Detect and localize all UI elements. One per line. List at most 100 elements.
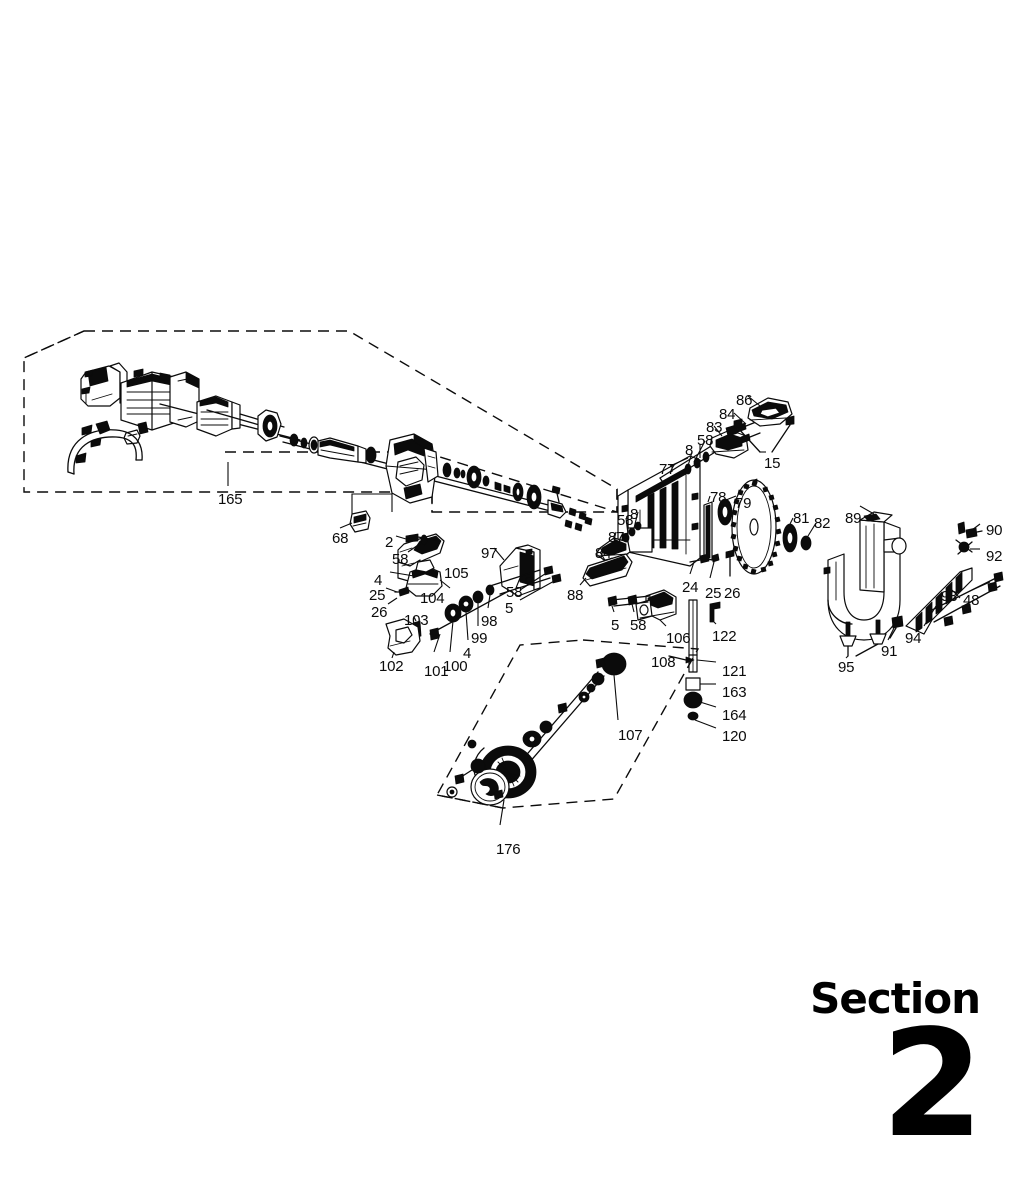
rod-121-163-164-120 xyxy=(683,599,717,729)
callout-94: 94 xyxy=(905,630,922,647)
handle-86 xyxy=(747,395,793,427)
callout-15: 15 xyxy=(764,455,781,472)
callout-104: 104 xyxy=(420,590,445,607)
callout-105: 105 xyxy=(444,565,469,582)
callout-77: 77 xyxy=(659,461,676,478)
callout-107: 107 xyxy=(618,727,643,744)
callout-48: 48 xyxy=(963,592,980,609)
callout-120: 120 xyxy=(722,728,747,745)
callout-164: 164 xyxy=(722,707,747,724)
callout-58a: 58 xyxy=(392,551,409,568)
callout-81: 81 xyxy=(793,510,810,527)
knob-104 xyxy=(389,559,451,597)
bolts-15 xyxy=(733,415,795,453)
callout-58d: 58 xyxy=(697,432,714,449)
callout-84b: 84 xyxy=(719,406,736,423)
callout-176: 176 xyxy=(496,841,521,858)
callout-95: 95 xyxy=(838,659,855,676)
callout-5b: 5 xyxy=(611,617,620,634)
callout-4a: 4 xyxy=(374,572,383,589)
inner-flange-78 xyxy=(703,495,713,561)
callout-102: 102 xyxy=(379,658,404,675)
callout-4b: 4 xyxy=(463,645,472,662)
section-word-label: Section xyxy=(810,974,981,1023)
bracket-102 xyxy=(385,618,421,659)
riving-knife-94 xyxy=(905,567,973,635)
callout-68: 68 xyxy=(332,530,349,547)
callout-103: 103 xyxy=(404,612,429,629)
callout-24: 24 xyxy=(682,579,699,596)
arrow-108 xyxy=(668,655,695,664)
bracket-97 xyxy=(489,544,562,601)
callout-99: 99 xyxy=(471,630,488,647)
guard-bolt-91 xyxy=(887,615,904,641)
callout-84a: 84 xyxy=(595,545,612,562)
pulley-hardware xyxy=(446,739,505,826)
callout-88: 88 xyxy=(567,587,584,604)
shaft-end-fitting xyxy=(547,485,593,532)
guard-hardware-93-48 xyxy=(927,571,1004,627)
lower-bracket-106 xyxy=(607,589,677,627)
callout-8b: 8 xyxy=(685,442,694,459)
screw-25-26 xyxy=(385,586,410,605)
callout-58e: 58 xyxy=(630,617,647,634)
part-68-block xyxy=(339,493,393,533)
callout-87: 87 xyxy=(608,529,625,546)
callout-58b: 58 xyxy=(506,584,523,601)
callout-26b: 26 xyxy=(724,585,741,602)
housing-top-arm xyxy=(659,442,721,485)
motor-bracket xyxy=(169,371,200,428)
callout-25b: 25 xyxy=(705,585,722,602)
callout-93: 93 xyxy=(941,588,958,605)
callout-78: 78 xyxy=(710,489,727,506)
callout-5a: 5 xyxy=(505,600,514,617)
callout-121: 121 xyxy=(722,663,747,680)
washer-79 xyxy=(717,495,737,526)
motor-cord xyxy=(67,421,149,475)
callout-58c: 58 xyxy=(617,512,634,529)
armature-shaft-core xyxy=(317,437,377,464)
shaft-bearings-left xyxy=(289,433,320,454)
washer-58d-8b xyxy=(684,440,710,475)
callout-2: 2 xyxy=(385,534,394,551)
motor-end-cap xyxy=(80,362,128,407)
callout-163: 163 xyxy=(722,684,747,701)
rod-122 xyxy=(709,601,721,625)
washers-58c-8a xyxy=(622,511,642,543)
pivot-block-83 xyxy=(709,424,749,459)
callout-90: 90 xyxy=(986,522,1003,539)
callout-26a: 26 xyxy=(371,604,388,621)
section-marker: Section 2 xyxy=(810,974,984,1170)
arbor-bolt-82 xyxy=(800,522,817,551)
screws-24-25-26 xyxy=(689,549,735,579)
callout-8a: 8 xyxy=(630,506,639,523)
callout-97: 97 xyxy=(481,545,498,562)
shoe-88 xyxy=(579,553,633,587)
callout-82: 82 xyxy=(814,515,831,532)
callout-83: 83 xyxy=(706,419,723,436)
shaft-bearings-right xyxy=(442,462,542,510)
pulley-cover xyxy=(470,768,510,806)
motor-fan xyxy=(257,409,282,442)
pulley-shaft-assembly xyxy=(515,652,627,772)
callout-89: 89 xyxy=(845,510,862,527)
callout-92: 92 xyxy=(986,548,1003,565)
guard-hardware-90-92 xyxy=(955,521,983,555)
blade-guard-89 xyxy=(823,505,907,659)
callout-122: 122 xyxy=(712,628,737,645)
callout-106: 106 xyxy=(666,630,691,647)
callout-108: 108 xyxy=(651,654,676,671)
washer-58a xyxy=(407,534,428,553)
section-number-label: 2 xyxy=(881,998,984,1170)
callout-100: 100 xyxy=(443,658,468,675)
callout-79: 79 xyxy=(735,495,752,512)
saw-blade xyxy=(730,478,782,575)
callout-165: 165 xyxy=(218,491,243,508)
outer-flange-81 xyxy=(782,517,798,553)
gearbox-housing xyxy=(385,433,439,504)
callout-86: 86 xyxy=(736,392,753,409)
callout-98: 98 xyxy=(481,613,498,630)
callout-25a: 25 xyxy=(369,587,386,604)
